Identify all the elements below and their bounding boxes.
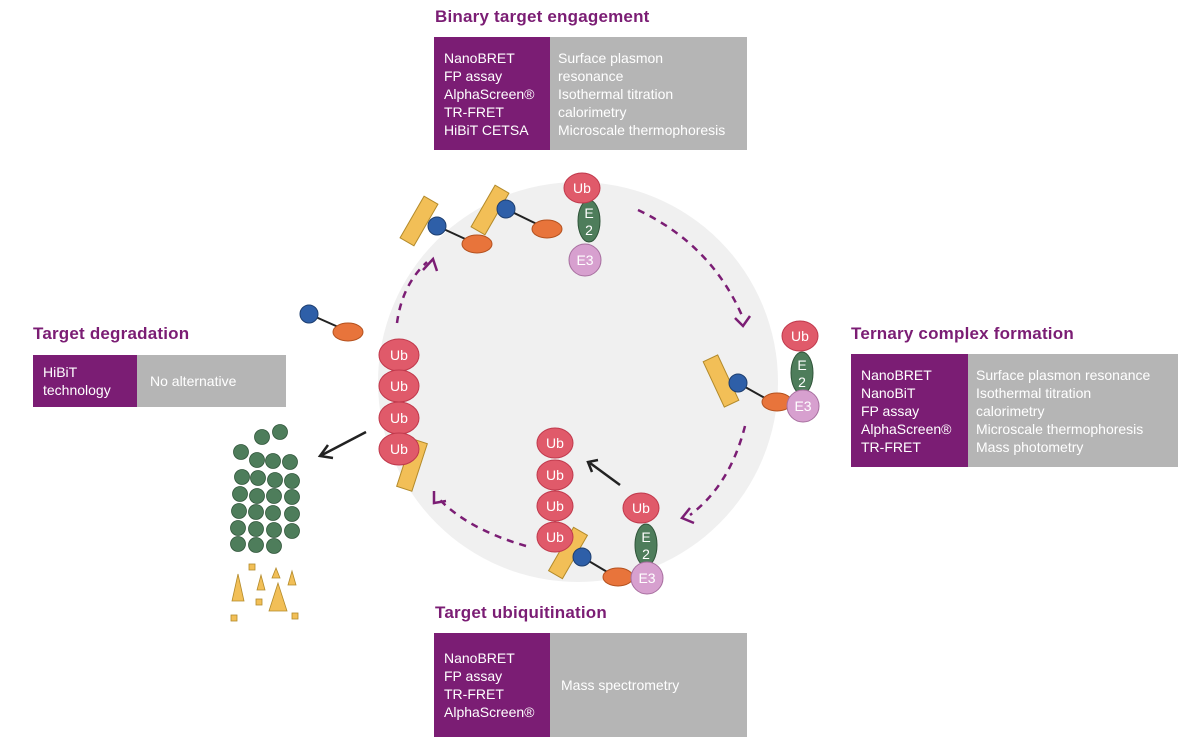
ub-label: Ub bbox=[546, 435, 564, 451]
method-item: FP assay bbox=[444, 67, 503, 84]
ub-label: Ub bbox=[390, 378, 408, 394]
degradation-alternative-methods: No alternative bbox=[137, 355, 286, 407]
ub-label: Ub bbox=[390, 347, 408, 363]
e2-label-bottom: 2 bbox=[585, 222, 593, 238]
arrow-ub-chain-release bbox=[589, 461, 621, 487]
method-item: Isothermal titration bbox=[976, 384, 1092, 401]
cycle-arrows bbox=[395, 208, 747, 548]
method-item: HiBiT bbox=[43, 364, 78, 380]
method-item: AlphaScreen® bbox=[861, 420, 952, 437]
e3-ligase-complex-top: Ub E 2 E3 bbox=[563, 172, 602, 277]
e2-label-bottom: 2 bbox=[798, 374, 806, 390]
method-item: calorimetry bbox=[558, 103, 627, 120]
method-item: FP assay bbox=[444, 668, 503, 684]
target-fragments bbox=[230, 563, 299, 622]
method-item: TR-FRET bbox=[444, 103, 504, 120]
released-protac bbox=[299, 304, 364, 342]
method-item: Surface plasmon bbox=[558, 49, 664, 66]
ubiquitinated-target: Ub Ub Ub Ub bbox=[378, 338, 428, 492]
ub-label: Ub bbox=[573, 180, 591, 196]
ub-chain-bottom: Ub Ub Ub Ub bbox=[536, 427, 574, 553]
target-ubiquitination-title: Target ubiquitination bbox=[435, 603, 607, 622]
protac-target-complex-2 bbox=[470, 184, 563, 239]
method-item: Isothermal titration bbox=[558, 85, 674, 102]
ub-label: Ub bbox=[546, 498, 564, 514]
ubiquitination-primary-methods: NanoBRET FP assay TR-FRET AlphaScreen® bbox=[434, 633, 550, 737]
ternary-complex-title: Ternary complex formation bbox=[851, 324, 1074, 343]
solid-arrows bbox=[317, 430, 621, 487]
ub-label: Ub bbox=[546, 467, 564, 483]
ternary-alternative-methods: Surface plasmon resonance Isothermal tit… bbox=[968, 354, 1178, 467]
ternary-complex: Ub E 2 E3 bbox=[702, 320, 820, 423]
method-item: AlphaScreen® bbox=[444, 85, 535, 102]
e2-label-top: E bbox=[797, 357, 806, 373]
ub-label: Ub bbox=[390, 441, 408, 457]
method-item: Surface plasmon resonance bbox=[976, 366, 1151, 383]
ubiquitination-complex: Ub E 2 E3 bbox=[547, 492, 664, 595]
e3-label: E3 bbox=[794, 398, 811, 414]
e2-label-top: E bbox=[641, 529, 650, 545]
ub-label: Ub bbox=[632, 500, 650, 516]
method-item: NanoBRET bbox=[861, 366, 932, 383]
method-item: Microscale thermophoresis bbox=[976, 420, 1144, 437]
method-item: No alternative bbox=[150, 373, 237, 389]
method-item: resonance bbox=[558, 67, 624, 84]
ub-label: Ub bbox=[546, 529, 564, 545]
e3-label: E3 bbox=[576, 252, 593, 268]
e2-label-top: E bbox=[584, 205, 593, 221]
method-item: NanoBRET bbox=[444, 49, 515, 66]
ub-label: Ub bbox=[791, 328, 809, 344]
ternary-complex-table: NanoBRET NanoBiT FP assay AlphaScreen® T… bbox=[851, 354, 1178, 467]
method-item: TR-FRET bbox=[444, 686, 504, 702]
e3-label: E3 bbox=[638, 570, 655, 586]
arrow-degradation-to-binary bbox=[395, 261, 428, 324]
method-item: NanoBRET bbox=[444, 650, 515, 666]
method-item: HiBiT CETSA bbox=[444, 121, 529, 138]
method-item: FP assay bbox=[861, 402, 920, 419]
binary-alternative-methods: Surface plasmon resonance Isothermal tit… bbox=[550, 37, 747, 150]
arrow-ternary-to-ubiquitination bbox=[689, 425, 747, 516]
arrow-ubiquitination-to-degradation bbox=[439, 499, 527, 548]
method-item: calorimetry bbox=[976, 402, 1045, 419]
binary-primary-methods: NanoBRET FP assay AlphaScreen® TR-FRET H… bbox=[434, 37, 550, 150]
method-item: Mass spectrometry bbox=[561, 677, 680, 693]
protac-target-complex-1 bbox=[399, 195, 493, 254]
ternary-primary-methods: NanoBRET NanoBiT FP assay AlphaScreen® T… bbox=[851, 354, 968, 467]
target-ubiquitination-table: NanoBRET FP assay TR-FRET AlphaScreen® M… bbox=[434, 633, 747, 737]
arrow-to-degradation bbox=[321, 430, 367, 457]
binary-engagement-title: Binary target engagement bbox=[435, 7, 650, 26]
arrow-binary-to-ternary bbox=[637, 208, 745, 319]
ub-label: Ub bbox=[390, 410, 408, 426]
e2-label-bottom: 2 bbox=[642, 546, 650, 562]
method-item: Microscale thermophoresis bbox=[558, 121, 726, 138]
method-item: AlphaScreen® bbox=[444, 704, 535, 720]
proteasome-fragments bbox=[230, 424, 300, 554]
method-item: TR-FRET bbox=[861, 438, 921, 455]
method-item: Mass photometry bbox=[976, 438, 1084, 455]
target-degradation-title: Target degradation bbox=[33, 324, 190, 343]
degradation-primary-methods: HiBiT technology bbox=[33, 355, 137, 407]
target-degradation-table: HiBiT technology No alternative bbox=[33, 355, 286, 407]
binary-engagement-table: NanoBRET FP assay AlphaScreen® TR-FRET H… bbox=[434, 37, 747, 150]
ubiquitination-alternative-methods: Mass spectrometry bbox=[550, 633, 747, 737]
method-item: NanoBiT bbox=[861, 384, 916, 401]
method-item: technology bbox=[43, 382, 111, 398]
cycle-background bbox=[378, 182, 778, 582]
